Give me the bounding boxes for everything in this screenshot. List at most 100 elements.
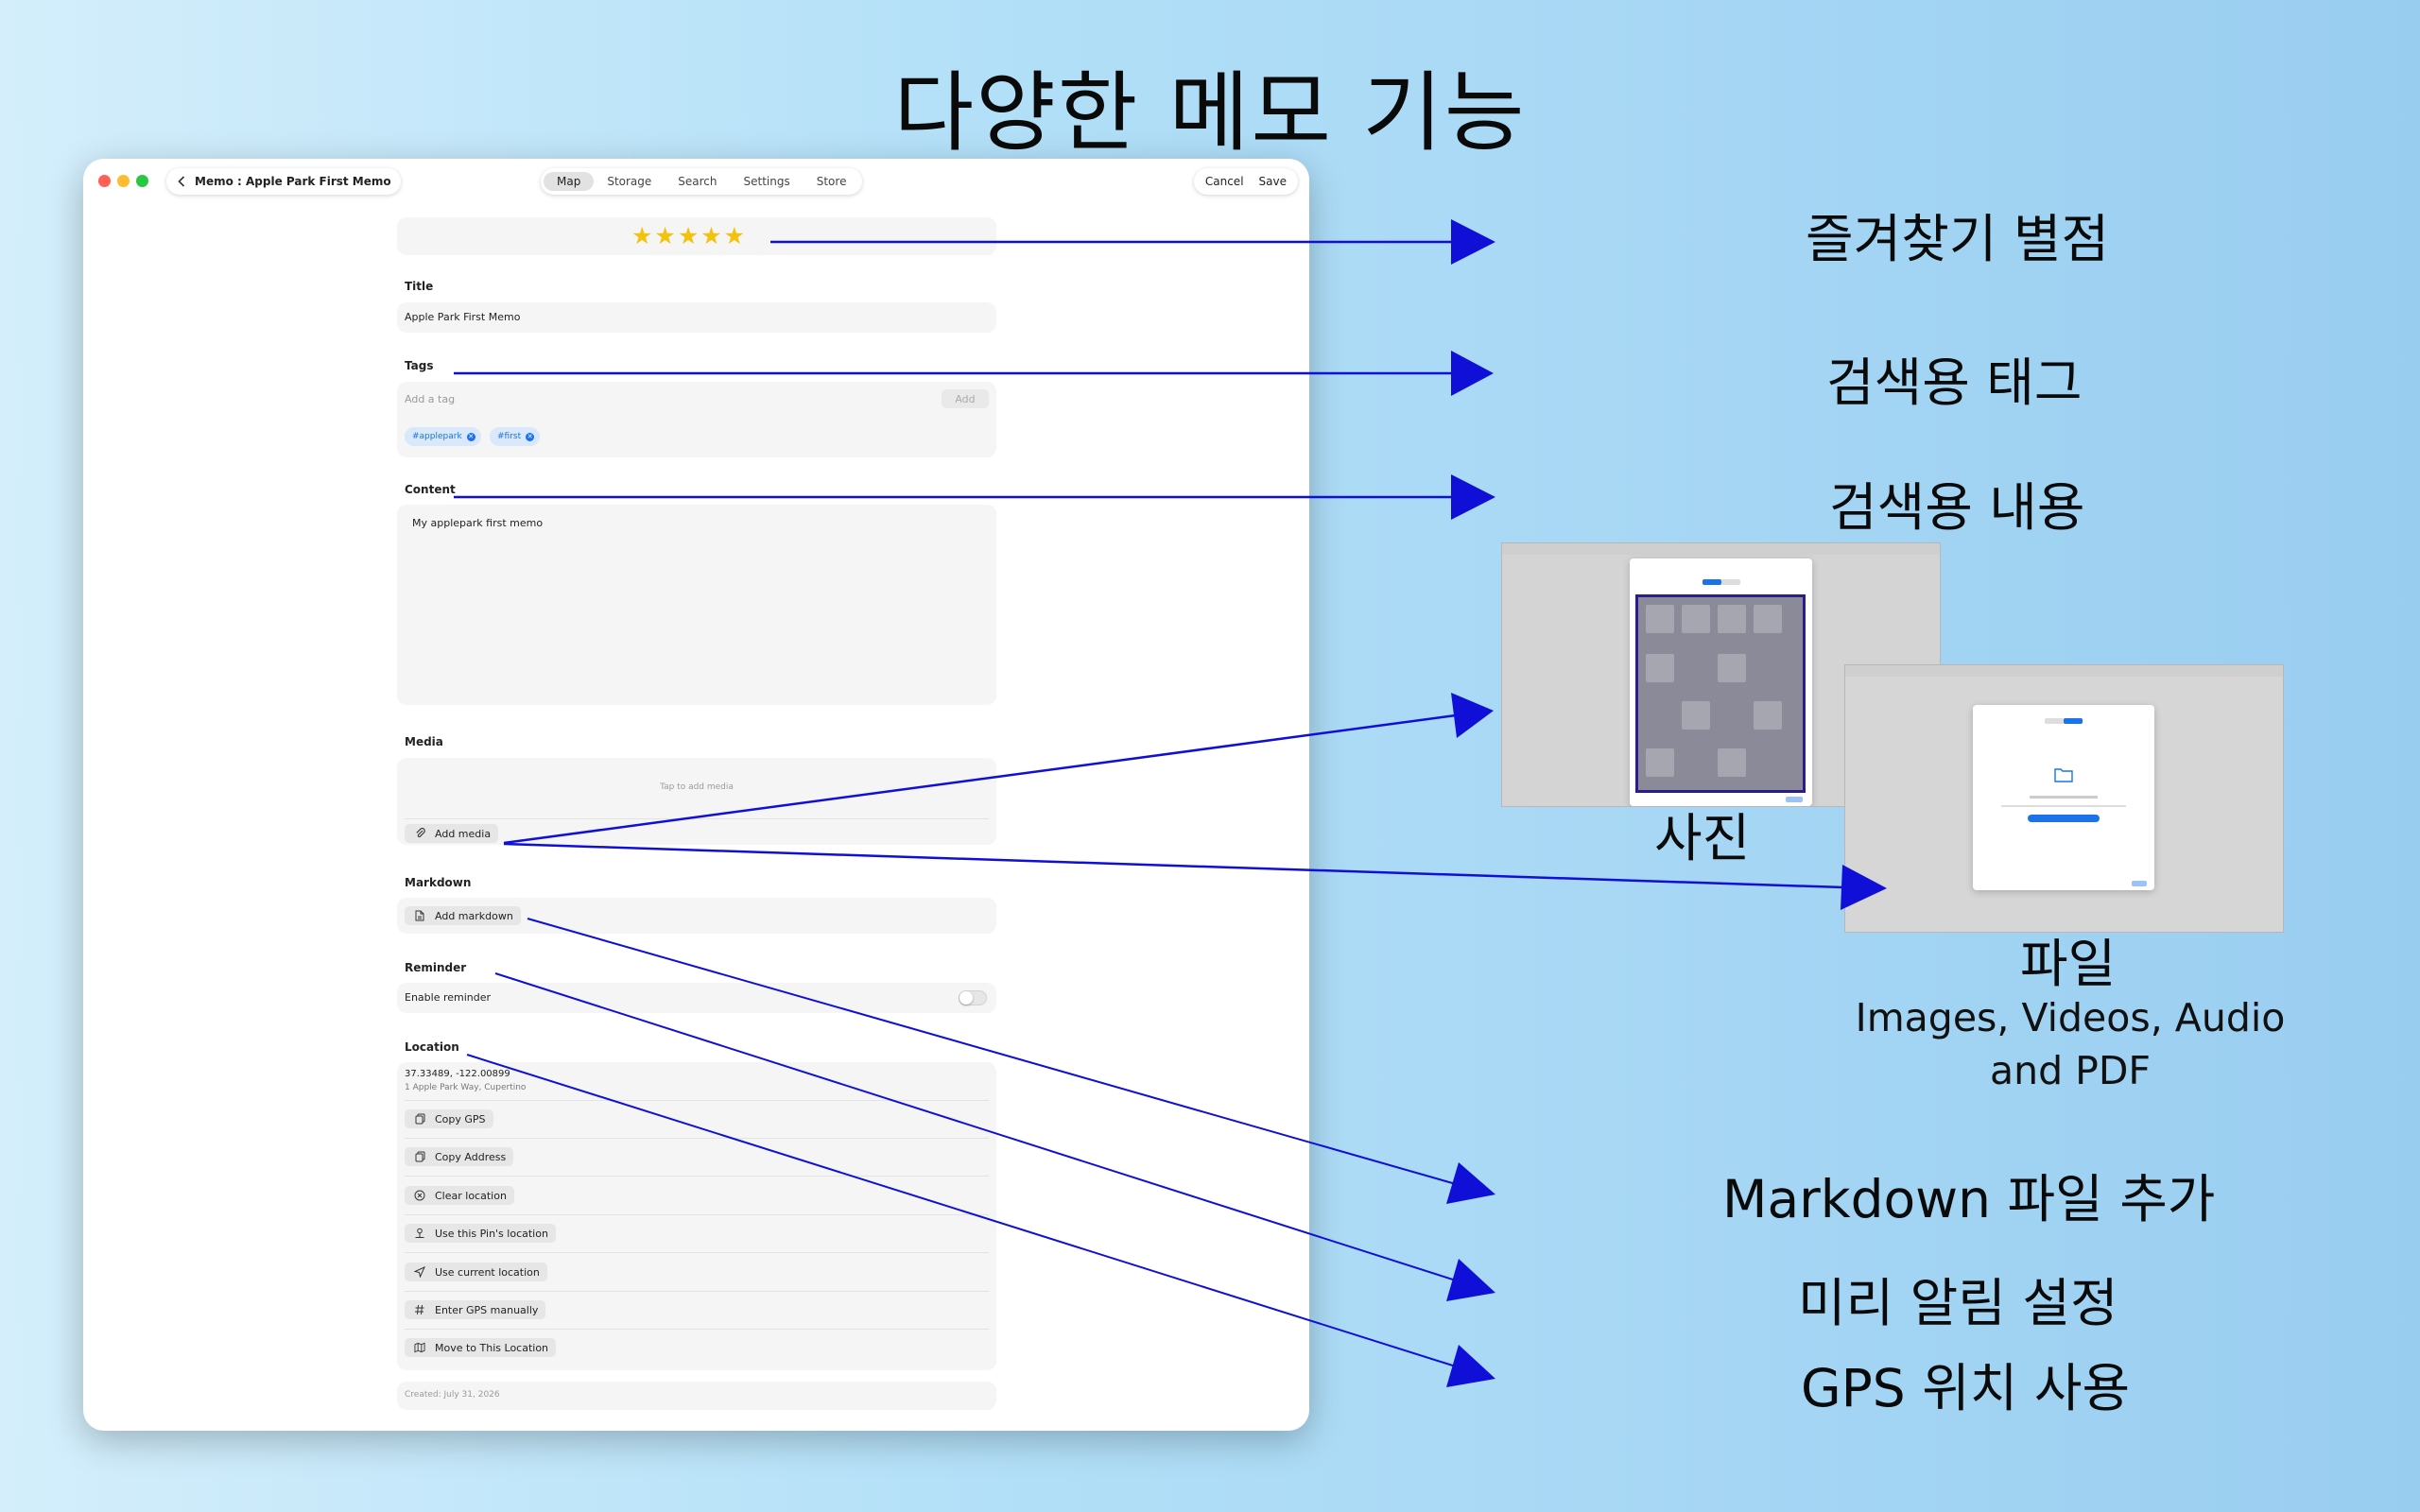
tab-storage[interactable]: Storage <box>607 175 652 188</box>
move-to-location-button[interactable]: Move to This Location <box>405 1338 557 1357</box>
annotation-file: 파일 <box>2020 934 2117 994</box>
select-media-dialog <box>1630 558 1812 806</box>
arrowhead <box>1451 219 1495 265</box>
divider <box>405 818 989 819</box>
gps-coordinates: 37.33489, -122.00899 <box>405 1069 510 1079</box>
divider <box>405 1291 989 1292</box>
media-hint[interactable]: Tap to add media <box>660 782 734 792</box>
photos-tab <box>2045 718 2064 724</box>
use-current-location-label: Use current location <box>435 1265 540 1279</box>
add-tag-button[interactable]: Add <box>942 389 989 408</box>
arrow-markdown <box>527 918 1457 1185</box>
tag-input[interactable]: Add a tag <box>405 393 456 405</box>
use-pin-location-button[interactable]: Use this Pin's location <box>405 1224 556 1243</box>
tab-map[interactable]: Map <box>544 172 595 191</box>
minimize-window-button[interactable] <box>117 175 130 187</box>
tag-chip-label: #applepark <box>412 432 462 441</box>
divider <box>405 1138 989 1139</box>
photo-thumb <box>1682 605 1710 633</box>
location-card: 37.33489, -122.00899 1 Apple Park Way, C… <box>397 1062 996 1370</box>
title-value: Apple Park First Memo <box>405 311 521 323</box>
close-window-button[interactable] <box>98 175 111 187</box>
annotation-gps: GPS 위치 사용 <box>1801 1358 2131 1418</box>
photo-thumb <box>1718 654 1746 682</box>
use-pin-location-label: Use this Pin's location <box>435 1227 548 1240</box>
cancel-button[interactable]: Cancel <box>1204 175 1244 188</box>
clear-circle-icon <box>414 1190 425 1201</box>
add-markdown-label: Add markdown <box>435 909 513 922</box>
markdown-label: Markdown <box>405 876 472 889</box>
remove-tag-icon[interactable]: ✕ <box>466 432 475 441</box>
use-current-location-button[interactable]: Use current location <box>405 1263 547 1281</box>
tags-label: Tags <box>405 359 434 372</box>
content-textarea[interactable]: My applepark first memo <box>397 505 996 705</box>
copy-gps-button[interactable]: Copy GPS <box>405 1109 493 1128</box>
tab-search[interactable]: Search <box>678 175 717 188</box>
media-label: Media <box>405 735 443 748</box>
reminder-card: Enable reminder <box>397 983 996 1013</box>
select-media-dialog <box>1973 705 2154 890</box>
tag-chip-label: #first <box>497 432 522 441</box>
arrow-gps <box>466 1054 1457 1367</box>
pin-icon <box>414 1228 425 1239</box>
tags-card: Add a tag Add #applepark ✕ #first ✕ <box>397 382 996 457</box>
toggle-knob <box>959 991 973 1005</box>
copy-icon <box>414 1113 425 1125</box>
add-markdown-button[interactable]: Add markdown <box>405 906 521 925</box>
photo-thumb <box>1682 701 1710 730</box>
annotation-search-content: 검색용 내용 <box>1829 477 2085 538</box>
content-value: My applepark first memo <box>412 517 544 529</box>
tag-chip[interactable]: #first ✕ <box>490 427 541 446</box>
markdown-card: Add markdown <box>397 898 996 934</box>
remove-tag-icon[interactable]: ✕ <box>526 432 535 441</box>
copy-address-button[interactable]: Copy Address <box>405 1147 514 1166</box>
title-bar: Memo : Apple Park First Memo Map Storage… <box>83 159 1309 202</box>
toolbar-actions: Cancel Save <box>1193 168 1298 195</box>
annotation-file-types: Images, Videos, Audio and PDF <box>1834 991 2307 1097</box>
tag-chip[interactable]: #applepark ✕ <box>405 427 481 446</box>
photo-thumb <box>1718 605 1746 633</box>
move-to-location-label: Move to This Location <box>435 1341 549 1354</box>
reminder-toggle[interactable] <box>959 990 987 1005</box>
save-button[interactable]: Save <box>1258 175 1287 188</box>
mini-tab-bar <box>2045 718 2083 724</box>
arrow-reminder <box>494 972 1457 1281</box>
copy-icon <box>414 1151 425 1162</box>
back-button[interactable]: Memo : Apple Park First Memo <box>166 168 401 195</box>
hint-line <box>2001 805 2126 807</box>
tab-settings[interactable]: Settings <box>743 175 790 188</box>
tab-store[interactable]: Store <box>816 175 847 188</box>
zoom-window-button[interactable] <box>136 175 148 187</box>
paperclip-icon <box>414 828 425 839</box>
enter-gps-manually-button[interactable]: Enter GPS manually <box>405 1300 546 1319</box>
hash-icon <box>414 1304 425 1315</box>
arrow-photo <box>503 713 1457 845</box>
hint-line <box>2030 796 2098 799</box>
thumb-titlebar <box>1502 543 1940 555</box>
file-types-line-1: Images, Videos, Audio <box>1855 995 2286 1040</box>
divider <box>405 1214 989 1215</box>
annotation-add-markdown: Markdown 파일 추가 <box>1722 1169 2216 1229</box>
photo-picker-screenshot <box>1501 542 1941 807</box>
choose-files-button <box>2028 815 2100 822</box>
rating-card: ★★★★★ <box>397 217 996 255</box>
done-button <box>1786 797 1803 802</box>
memo-title-label: Memo : Apple Park First Memo <box>195 175 391 188</box>
title-field[interactable]: Apple Park First Memo <box>397 302 996 333</box>
file-picker-screenshot <box>1844 664 2284 933</box>
mini-tab-bar <box>1702 579 1740 585</box>
add-media-button[interactable]: Add media <box>405 824 499 843</box>
enter-gps-manually-label: Enter GPS manually <box>435 1303 539 1316</box>
annotation-favorite-rating: 즐겨찾기 별점 <box>1806 209 2110 269</box>
photo-thumb <box>1646 748 1674 777</box>
copy-gps-label: Copy GPS <box>435 1112 486 1125</box>
annotation-reminder: 미리 알림 설정 <box>1798 1273 2118 1333</box>
arrowhead <box>1446 1259 1495 1301</box>
clear-location-button[interactable]: Clear location <box>405 1186 514 1205</box>
photo-thumb <box>1754 605 1782 633</box>
arrowhead <box>1451 351 1494 396</box>
location-label: Location <box>405 1040 459 1054</box>
star-rating[interactable]: ★★★★★ <box>631 222 748 249</box>
photo-thumb <box>1646 605 1674 633</box>
files-tab <box>1720 579 1740 585</box>
